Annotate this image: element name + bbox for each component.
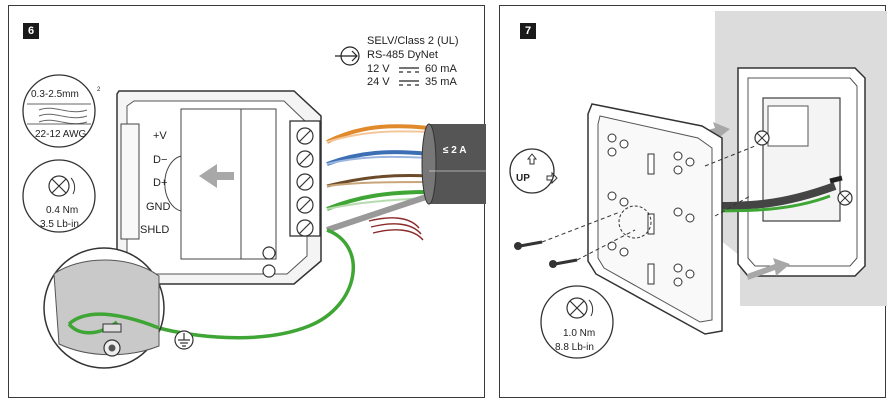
up-label: UP bbox=[516, 173, 530, 184]
wire-size-callout bbox=[22, 74, 96, 148]
ground-detail-callout bbox=[43, 247, 165, 369]
step-6-badge: 6 bbox=[23, 23, 39, 39]
terminal-label-gnd: GND bbox=[146, 201, 171, 213]
step-6-panel: 6 SELV/Class 2 (UL) RS-485 DyNet 12 V 60… bbox=[8, 5, 486, 398]
cable-ribbon bbox=[368, 217, 424, 241]
voltage-12: 12 V bbox=[367, 63, 390, 75]
cable-rating: ≤ 2 A bbox=[443, 145, 466, 156]
torque-nm: 0.4 Nm bbox=[46, 205, 78, 216]
mounting-plate bbox=[587, 103, 723, 335]
torque-lbin: 3.5 Lb-in bbox=[40, 219, 79, 230]
connector-icon bbox=[335, 46, 360, 66]
dynet-cable bbox=[326, 123, 486, 241]
mounting-diagram: UP 1.0 Nm 8.8 Lb-in bbox=[509, 11, 887, 359]
wire-size-awg: 22-12 AWG bbox=[35, 129, 87, 140]
spec-line-1: SELV/Class 2 (UL) bbox=[367, 35, 459, 47]
terminal-label-d-minus: D− bbox=[153, 154, 167, 166]
spec-line-2: RS-485 DyNet bbox=[367, 49, 438, 61]
ground-symbol-icon bbox=[174, 330, 194, 350]
terminal-block bbox=[289, 120, 321, 237]
ground-wire bbox=[158, 228, 355, 340]
terminal-label-shld: SHLD bbox=[140, 224, 169, 236]
step-7-panel: 7 bbox=[499, 5, 887, 398]
up-orientation-callout bbox=[509, 148, 558, 194]
screw-icon bbox=[549, 229, 636, 268]
push-arrow-icon bbox=[747, 258, 790, 280]
wire-size-superscript: 2 bbox=[97, 87, 101, 93]
module-housing bbox=[116, 90, 322, 285]
dc-symbol-icon bbox=[399, 80, 419, 86]
step-7-badge: 7 bbox=[520, 23, 536, 39]
insert-direction-arrow-icon bbox=[199, 164, 234, 188]
wall-box bbox=[737, 67, 866, 277]
torque-lbin: 8.8 Lb-in bbox=[555, 342, 594, 353]
voltage-24: 24 V bbox=[367, 76, 390, 88]
torque-callout bbox=[22, 159, 96, 233]
terminal-label-d-plus: D+ bbox=[153, 177, 167, 189]
alignment-guide bbox=[704, 145, 756, 167]
wire-size-mm: 0.3-2.5mm bbox=[31, 89, 79, 100]
current-12: 60 mA bbox=[425, 63, 457, 75]
torque-callout bbox=[540, 285, 614, 359]
torque-nm: 1.0 Nm bbox=[563, 328, 595, 339]
current-24: 35 mA bbox=[425, 76, 457, 88]
wiring-diagram: SELV/Class 2 (UL) RS-485 DyNet 12 V 60 m… bbox=[22, 35, 486, 369]
dc-symbol-icon bbox=[399, 67, 419, 73]
terminal-label-v-plus: +V bbox=[153, 130, 167, 142]
screw-icon bbox=[514, 211, 621, 250]
